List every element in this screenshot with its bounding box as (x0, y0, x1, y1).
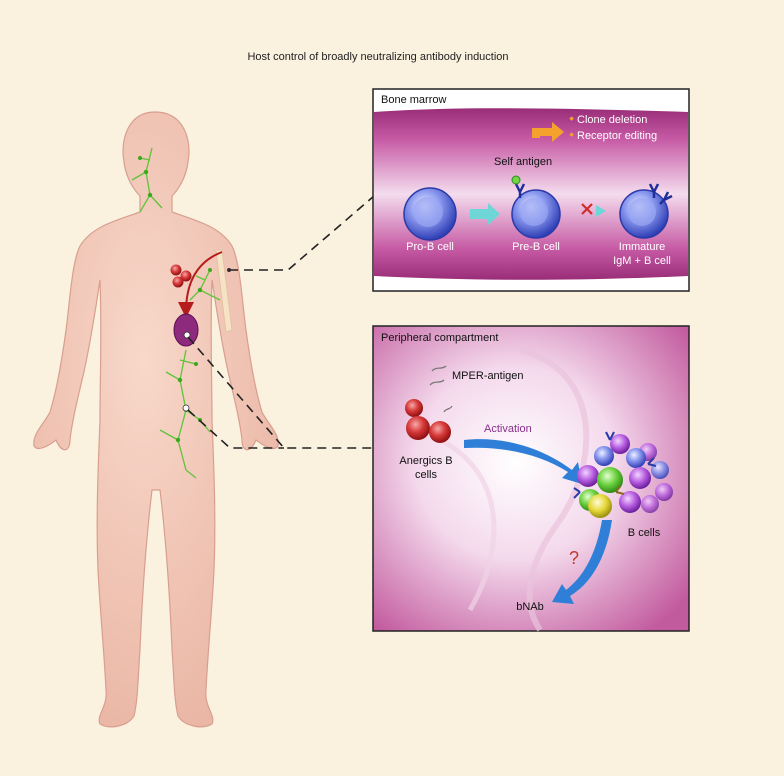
mper-antigen-icon (429, 365, 447, 386)
red-cross-icon (581, 203, 593, 215)
cyan-arrow-2 (596, 205, 606, 217)
immature-label-line2: IgM + B cell (613, 255, 671, 267)
immature-b-cell (619, 183, 673, 239)
question-mark: ? (569, 548, 579, 568)
activation-arrow (464, 439, 582, 484)
orange-arrow (532, 122, 564, 142)
anergic-b-cells (405, 399, 453, 443)
pro-b-label: Pro-B cell (406, 241, 454, 253)
figure-title: Host control of broadly neutralizing ant… (247, 51, 508, 63)
pre-b-label: Pre-B cell (512, 241, 560, 253)
body-red-cells (170, 264, 192, 288)
self-antigen-label: Self antigen (494, 156, 552, 168)
connector-lines (187, 195, 375, 449)
human-body (33, 111, 279, 728)
anergic-label-line2: cells (415, 469, 438, 481)
outcome-clone-deletion: Clone deletion (577, 114, 647, 126)
arm-bone (215, 249, 233, 333)
bone-marrow-heading: Bone marrow (381, 94, 446, 106)
cyan-arrow-1 (470, 203, 500, 225)
body-silhouette (33, 111, 279, 728)
bnab-arrow (552, 520, 612, 604)
peripheral-heading: Peripheral compartment (381, 332, 498, 344)
outcome-receptor-editing: Receptor editing (577, 130, 657, 142)
anergic-label-line1: Anergics B (399, 455, 452, 467)
immature-label-line1: Immature (619, 241, 665, 253)
activation-label: Activation (484, 423, 532, 435)
b-cells-label: B cells (628, 527, 661, 539)
pro-b-cell (403, 187, 457, 241)
peripheral-panel: Peripheral compartment MPER-antigen Aner… (372, 325, 690, 632)
bnab-label: bNAb (516, 601, 544, 613)
bone-marrow-panel: Bone marrow Clone deletion Receptor edit… (372, 88, 690, 292)
mper-antigen-label: MPER-antigen (452, 370, 524, 382)
b-cell-cluster (573, 431, 673, 518)
spleen (173, 313, 199, 347)
migration-arrow (178, 251, 223, 318)
pre-b-cell (511, 175, 561, 239)
